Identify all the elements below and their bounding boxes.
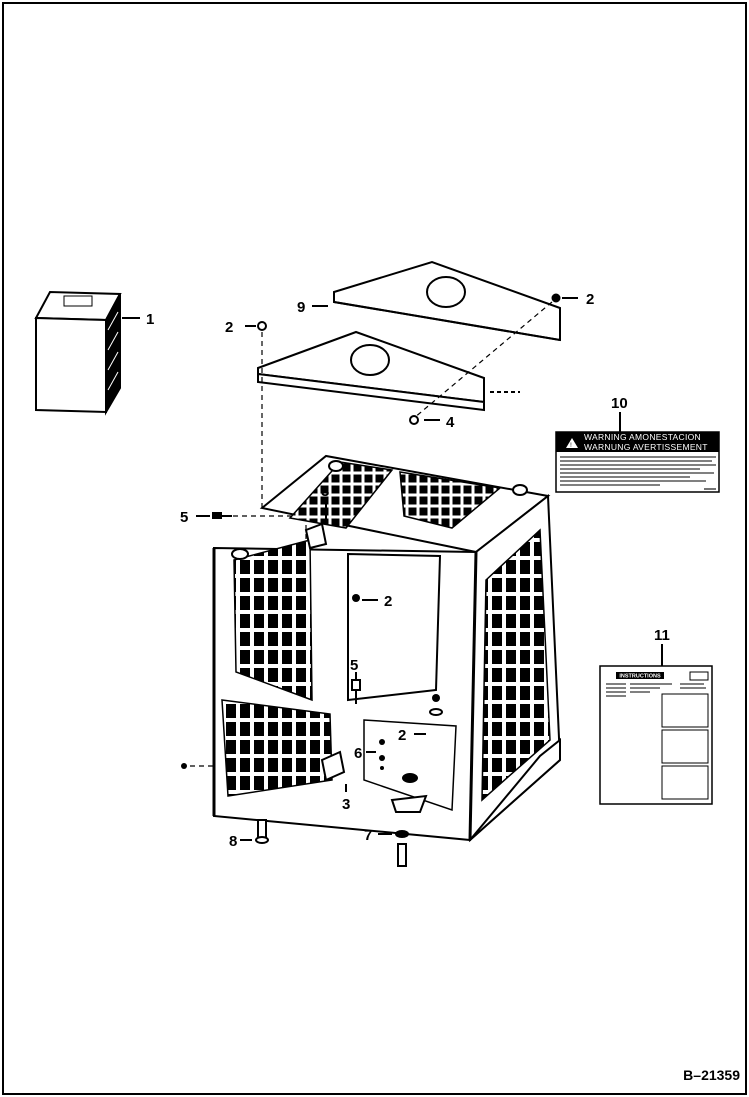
callout-5: 5 <box>180 509 188 526</box>
nut-icon <box>551 293 561 303</box>
bolt-icon <box>212 512 232 519</box>
bolt-icon <box>255 819 269 844</box>
callout-7: 7 <box>364 827 372 844</box>
svg-text:!: ! <box>570 443 572 449</box>
callout-6: 6 <box>354 745 362 762</box>
callout-2: 2 <box>586 291 594 308</box>
instructions-decal: INSTRUCTIONS <box>599 665 713 805</box>
warning-line-1: WARNING AMONESTACION <box>584 432 701 442</box>
callout-2: 2 <box>398 727 406 744</box>
cab-cage-frame <box>212 454 562 843</box>
callout-2: 2 <box>225 319 233 336</box>
figure-number: B–21359 <box>683 1067 740 1083</box>
callout-10: 10 <box>611 395 628 412</box>
instructions-header: INSTRUCTIONS <box>619 674 661 680</box>
part-9-plate-lower <box>257 330 485 412</box>
part-9-plate-upper <box>333 260 561 342</box>
bolt-icon <box>395 830 409 867</box>
mount-isolator-icon <box>390 773 428 813</box>
callout-3: 3 <box>342 796 350 813</box>
callout-3: 3 <box>321 483 329 500</box>
callout-4: 4 <box>446 414 455 431</box>
bolt-icon <box>409 415 419 425</box>
warning-line-2: WARNUNG AVERTISSEMENT <box>584 442 708 452</box>
bracket-icon <box>304 522 328 550</box>
part-1-block <box>34 290 122 416</box>
callout-9: 9 <box>297 299 305 316</box>
nut-icon <box>429 694 443 716</box>
nut-icon <box>352 594 360 602</box>
bolt-icon <box>181 763 187 769</box>
callout-5: 5 <box>350 657 358 674</box>
callout-1: 1 <box>146 311 154 328</box>
nut-icon <box>257 321 267 331</box>
bracket-icon <box>320 750 346 782</box>
callout-11: 11 <box>654 627 670 644</box>
callout-8: 8 <box>229 833 237 850</box>
washer-icon <box>379 739 385 770</box>
warning-decal: ! WARNING AMONESTACION WARNUNG AVERTISSE… <box>555 431 720 493</box>
callout-2: 2 <box>384 593 392 610</box>
